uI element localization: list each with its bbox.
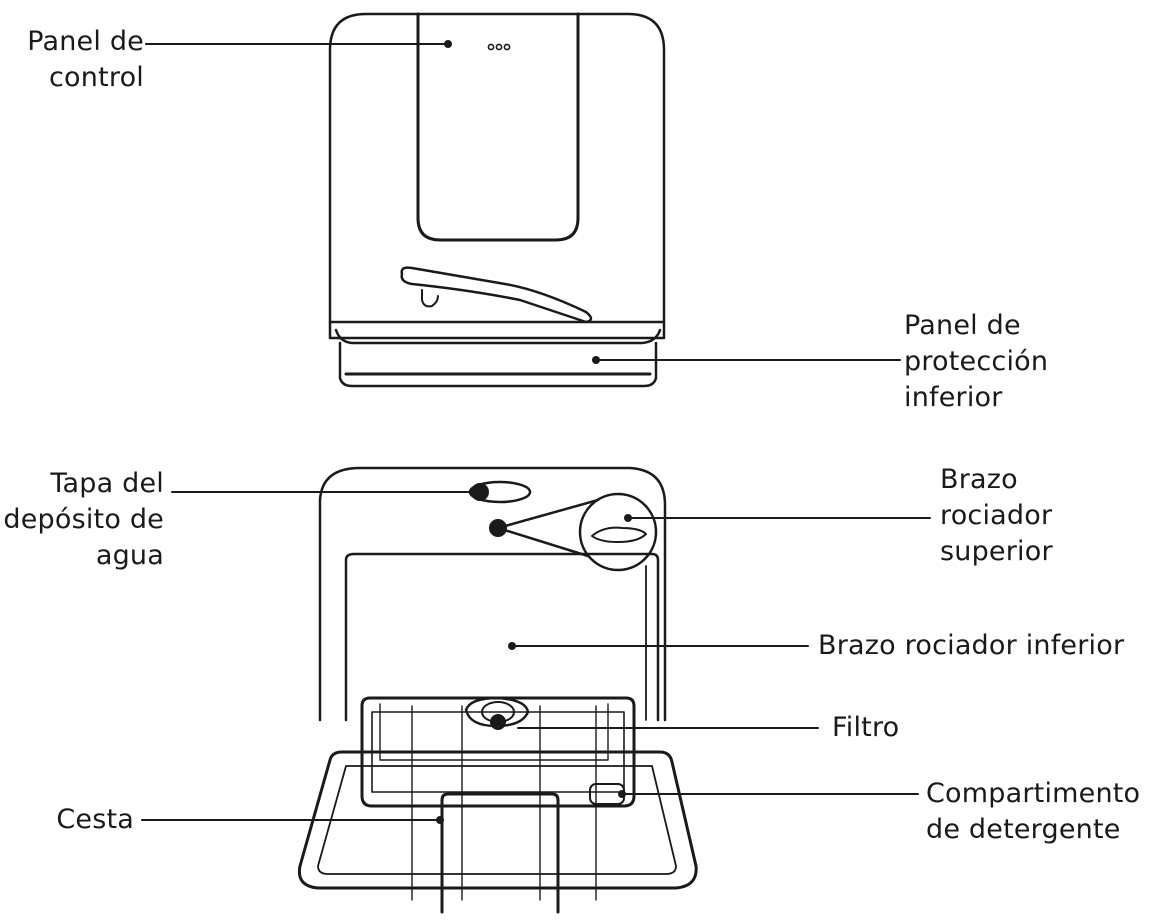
bottom-base: [338, 341, 658, 388]
label-tapa-deposito: Tapa del depósito de agua: [3, 468, 164, 571]
dot-brazo-superior: [624, 514, 632, 522]
callout-dots: [436, 40, 632, 824]
magnifier-ray-bottom: [496, 526, 590, 558]
closed-dishwasher: [328, 12, 666, 388]
indicator-dot-3: [503, 43, 511, 51]
dot-panel-proteccion: [592, 356, 600, 364]
callout-lines: [141, 43, 931, 821]
label-brazo-superior: Brazo rociador superior: [940, 464, 1053, 567]
magnifier-ray-top: [496, 498, 600, 530]
label-panel-control: Panel de control: [27, 26, 144, 93]
lower-spray-arm-stem: [421, 289, 439, 308]
label-brazo-inferior: Brazo rociador inferior: [818, 630, 1125, 661]
door-inner: [317, 765, 677, 875]
open-door: [297, 750, 698, 890]
indicator-dot-1: [487, 43, 495, 51]
label-filtro: Filtro: [832, 712, 900, 743]
upper-spray-arm: [591, 526, 647, 543]
basket-back-tray: [379, 703, 609, 761]
inner-cavity: [344, 552, 660, 722]
upper-spray-arm-magnifier: [578, 492, 658, 572]
label-cesta: Cesta: [56, 804, 134, 835]
label-panel-proteccion: Panel de protección inferior: [904, 310, 1049, 413]
label-compartimento: Compartimento de detergente: [926, 778, 1141, 845]
dot-filtro: [490, 714, 506, 730]
basket-outline: [360, 696, 636, 808]
dot-brazo-inferior: [508, 642, 516, 650]
dot-tapa: [471, 483, 489, 501]
basket-wires: [411, 705, 597, 901]
dot-cesta: [436, 816, 444, 824]
dot-compartimento: [618, 790, 626, 798]
indicator-dot-2: [495, 43, 503, 51]
door-handle-frame: [440, 792, 560, 914]
open-dishwasher: [297, 266, 698, 914]
dot-upper-ray-origin: [489, 519, 507, 537]
open-body-outline: [318, 466, 667, 722]
bottom-protection-band: [328, 320, 666, 345]
control-panel-window: [416, 12, 580, 242]
closed-body-outline: [328, 12, 666, 340]
dot-panel-control: [444, 40, 452, 48]
lower-spray-arm: [400, 266, 593, 324]
